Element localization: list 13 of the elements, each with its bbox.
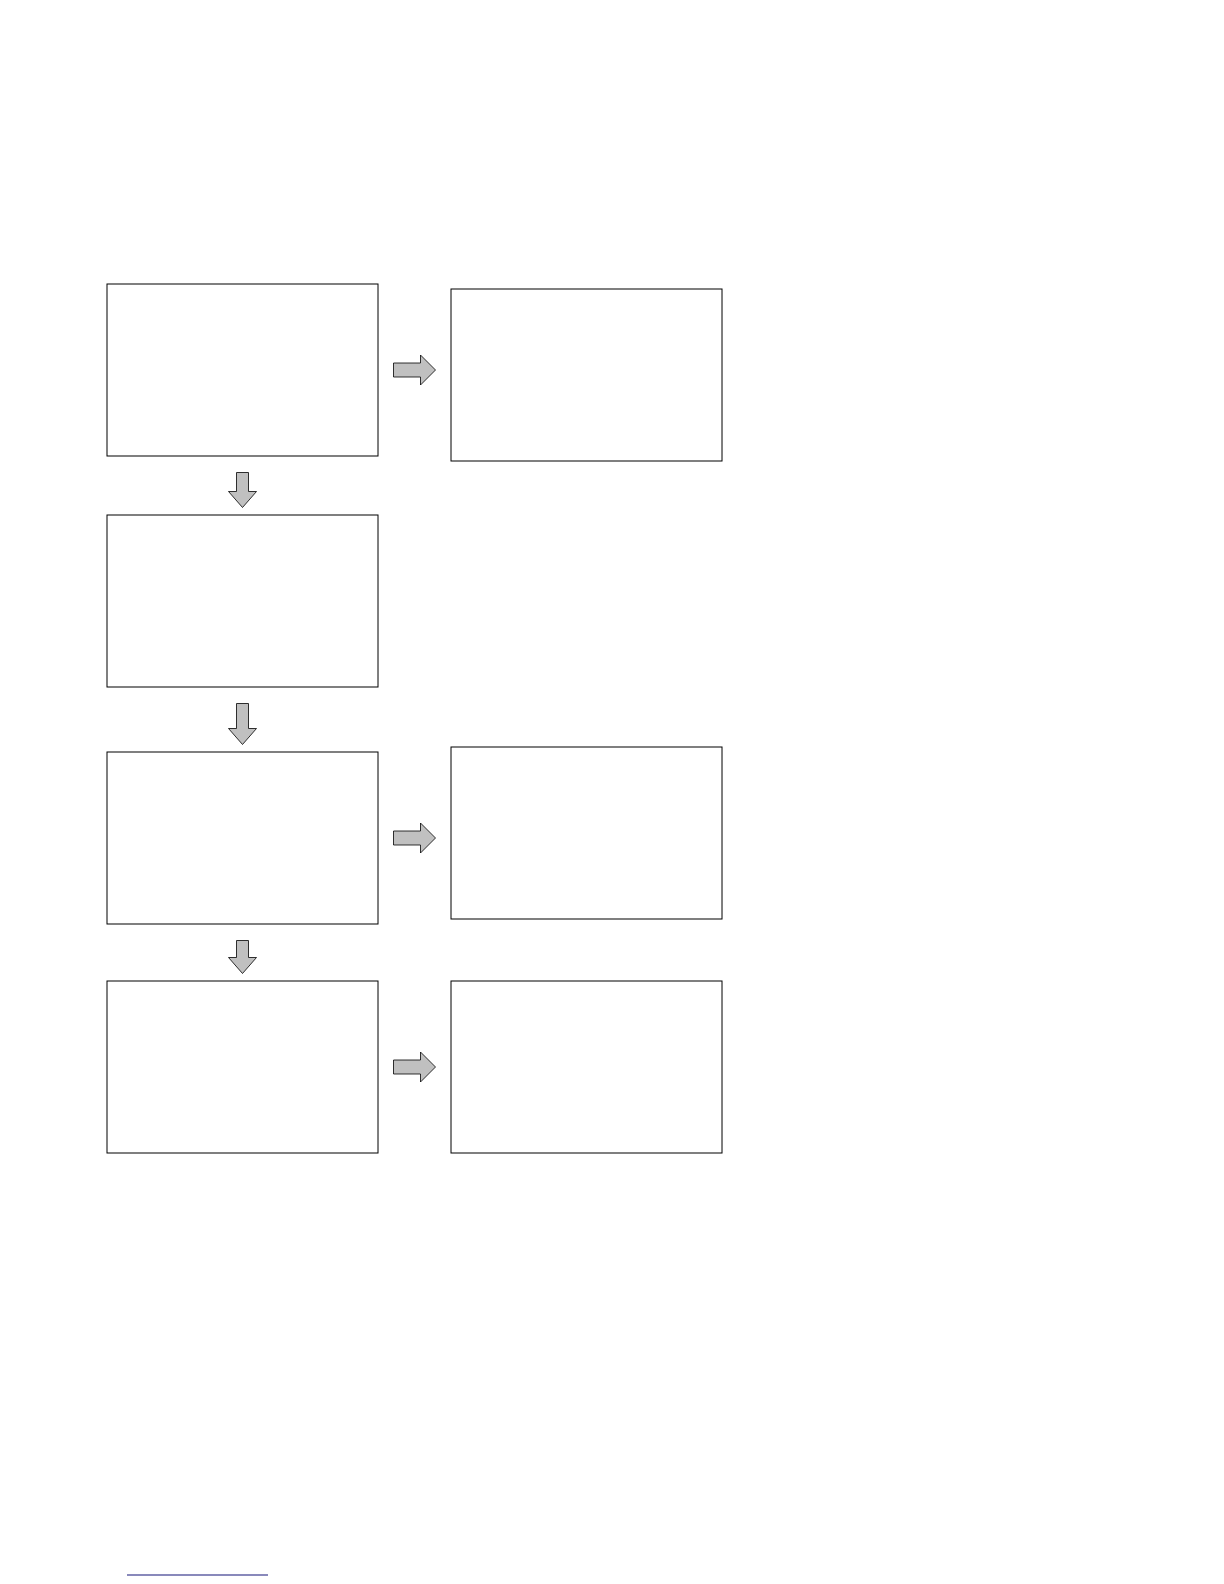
block-arrow (228, 940, 257, 974)
process-box (106, 980, 379, 1154)
block-arrow (393, 822, 436, 854)
block-arrow (393, 354, 436, 386)
process-box (450, 288, 723, 462)
block-arrow (228, 472, 257, 508)
process-box (106, 751, 379, 925)
process-box (450, 980, 723, 1154)
process-box (106, 514, 379, 688)
process-box (106, 283, 379, 457)
block-arrow (228, 703, 257, 745)
process-box (450, 746, 723, 920)
block-arrow (393, 1051, 436, 1083)
